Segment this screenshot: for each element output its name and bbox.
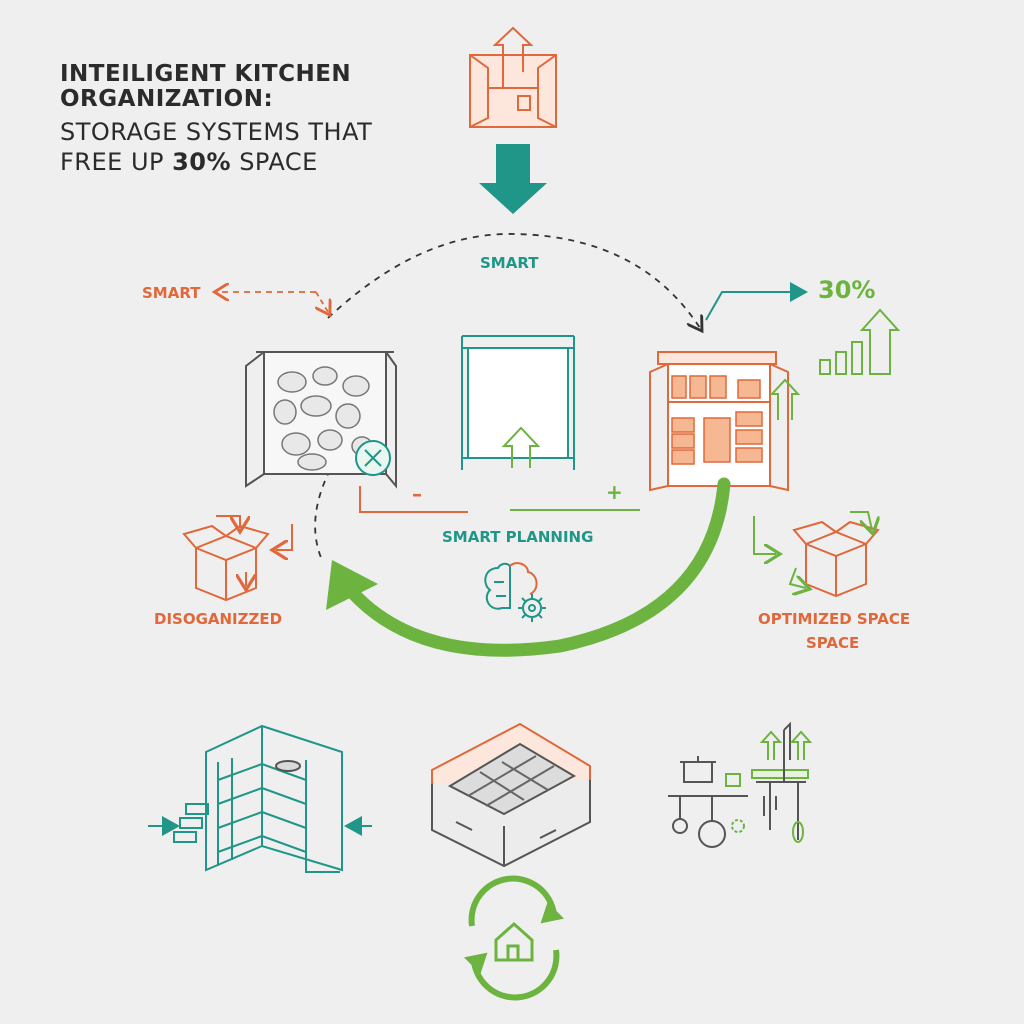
cycle-green-arrowhead <box>326 560 378 610</box>
label-disorganized: DISOGANIZZED <box>154 610 283 628</box>
label-optimized-line-2: SPACE <box>806 634 860 652</box>
label-plus: + <box>606 480 623 504</box>
drawer-organizer-icon <box>431 722 591 868</box>
title-line-4: FREE UP 30% SPACE <box>60 149 372 175</box>
minus-bracket <box>359 486 468 513</box>
title-line-4-suffix: SPACE <box>231 147 318 176</box>
label-percent: 30% <box>818 276 876 304</box>
smart-left-arrow-drop <box>316 291 328 312</box>
page-title: INTEILIGENT KITCHEN ORGANIZATION: STORAG… <box>60 61 373 175</box>
empty-shelf-icon <box>461 335 575 470</box>
title-line-1: INTEILIGENT KITCHEN <box>60 61 352 87</box>
cycle-green-arrow <box>345 477 731 657</box>
title-line-4-prefix: FREE UP <box>60 147 173 176</box>
down-arrow-icon <box>479 144 547 214</box>
brain-gear-icon <box>484 562 546 622</box>
title-line-3: STORAGE SYSTEMS THAT <box>60 117 373 146</box>
hanging-utensils-icon <box>668 721 813 848</box>
label-smart-left: SMART <box>142 284 201 302</box>
title-line-2: ORGANIZATION: <box>60 86 274 113</box>
process-cycle-dashed-arc <box>327 233 700 328</box>
label-optimized-line-1: OPTIMIZED SPACE <box>758 610 911 628</box>
title-line-4-emphasis: 30% <box>172 147 232 176</box>
process-cycle-dashed-arc-left <box>314 469 331 561</box>
label-smart-planning: SMART PLANNING <box>442 528 594 546</box>
growth-bars-icon <box>819 308 901 375</box>
label-smart-top: SMART <box>480 254 539 272</box>
box-arrows-icon <box>788 511 878 598</box>
corner-cabinet-icon <box>148 724 372 873</box>
x-circle-icon <box>355 440 391 476</box>
percent-arrow <box>705 282 808 321</box>
recycle-home-icon <box>463 875 565 1001</box>
optimized-connector <box>753 516 776 554</box>
label-minus: – <box>412 482 422 506</box>
box-arrows-icon <box>182 515 293 602</box>
organized-cabinet-icon <box>649 351 801 492</box>
cabinet-up-arrow-icon <box>469 26 557 128</box>
